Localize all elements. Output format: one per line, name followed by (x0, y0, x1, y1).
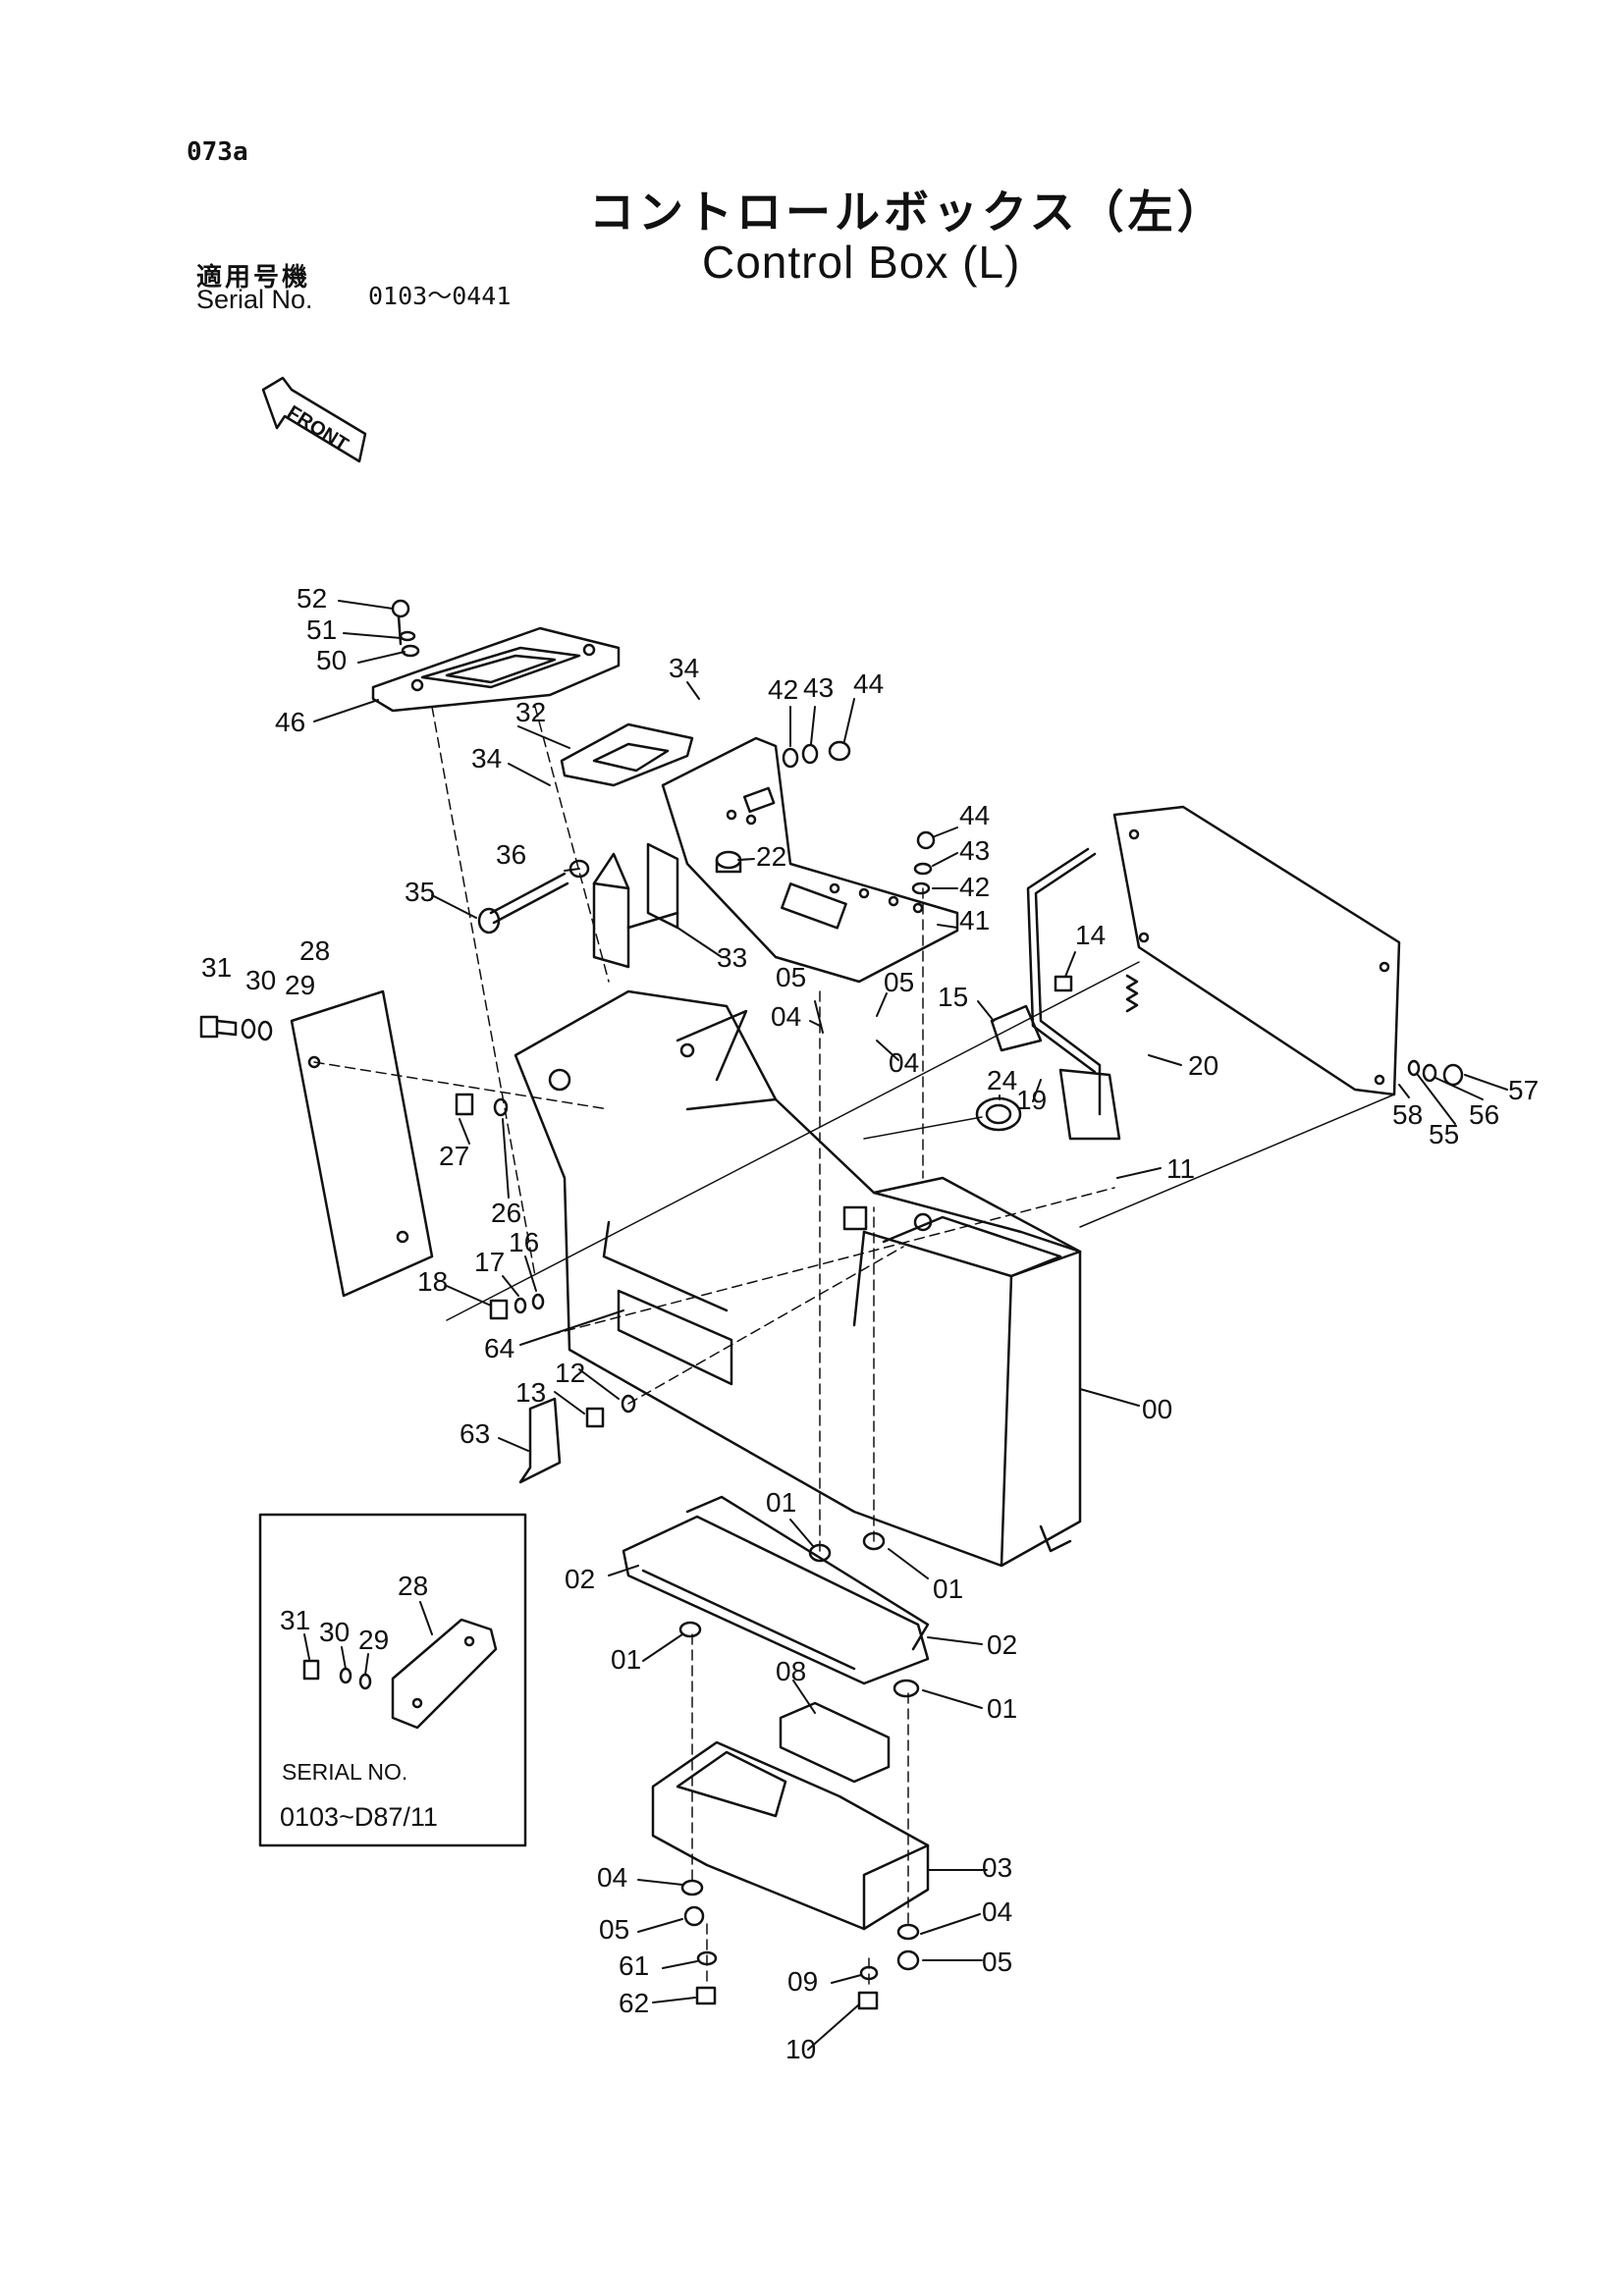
callout-05: 05 (884, 967, 914, 997)
callout-22: 22 (756, 841, 786, 872)
callout-12: 12 (555, 1358, 585, 1388)
callout-05: 05 (599, 1914, 629, 1945)
callout-61: 61 (619, 1950, 649, 1981)
callout-15: 15 (938, 982, 968, 1012)
page-code: 073a (187, 137, 248, 167)
serial-label-japanese: 適用号機 (196, 263, 311, 293)
callout-11: 11 (1166, 1153, 1195, 1184)
callout-08: 08 (776, 1656, 806, 1686)
panel-41 (661, 736, 959, 984)
block-08 (779, 1701, 891, 1784)
callout-32: 32 (515, 697, 546, 727)
bolt-31 (199, 1015, 273, 1041)
callout-04: 04 (771, 1001, 801, 1032)
callout-34: 34 (669, 653, 699, 683)
callout-62: 62 (619, 1988, 649, 2018)
callout-44: 44 (959, 800, 990, 830)
callout-43: 43 (959, 835, 990, 866)
callout-63: 63 (460, 1418, 490, 1449)
callout-27: 27 (439, 1141, 469, 1171)
control-box-body (514, 989, 1082, 1568)
callout-04: 04 (982, 1896, 1012, 1927)
serial-label-english: Serial No. (196, 285, 313, 314)
inset-callout-28: 28 (398, 1571, 428, 1601)
lever-bracket (1058, 1068, 1121, 1141)
callout-02: 02 (565, 1564, 595, 1594)
callout-13: 13 (515, 1377, 546, 1408)
right-cover-panel (1112, 805, 1401, 1096)
callout-19: 19 (1016, 1085, 1047, 1115)
callout-28: 28 (299, 935, 330, 966)
callout-34: 34 (471, 743, 502, 774)
inset-box (258, 1513, 527, 1847)
callout-01: 01 (987, 1693, 1017, 1724)
callout-52: 52 (297, 583, 327, 614)
serial-range: 0103～0441 (368, 282, 512, 310)
bracket-63 (518, 1397, 562, 1484)
callout-01: 01 (766, 1487, 796, 1518)
title-japanese: コントロールボックス（左） (589, 186, 1226, 239)
callout-36: 36 (496, 839, 526, 870)
callout-05: 05 (982, 1947, 1012, 1977)
callout-09: 09 (787, 1966, 818, 1997)
callout-56: 56 (1469, 1099, 1499, 1130)
inset-serial-label: SERIAL NO. (282, 1759, 408, 1785)
callout-44: 44 (853, 668, 884, 699)
inset-callout-29: 29 (358, 1625, 389, 1655)
side-plate-28 (290, 989, 434, 1298)
callout-17: 17 (474, 1247, 505, 1277)
callout-51: 51 (306, 614, 337, 645)
callout-26: 26 (491, 1198, 521, 1228)
callout-41: 41 (959, 905, 990, 935)
front-label: FRONT (283, 401, 352, 455)
callout-14: 14 (1075, 920, 1106, 950)
callout-29: 29 (285, 970, 315, 1000)
callout-64: 64 (484, 1333, 514, 1363)
callout-55: 55 (1429, 1119, 1459, 1149)
callout-31: 31 (201, 952, 232, 983)
callout-30: 30 (245, 965, 276, 995)
callout-57: 57 (1508, 1075, 1539, 1105)
callout-16: 16 (509, 1227, 539, 1257)
callout-10: 10 (785, 2034, 816, 2064)
lever-rod (1026, 847, 1102, 1116)
callout-18: 18 (417, 1266, 448, 1297)
callout-02: 02 (987, 1629, 1017, 1660)
callout-33: 33 (717, 942, 747, 973)
callout-58: 58 (1392, 1099, 1423, 1130)
grommet-22 (715, 850, 742, 874)
callout-42: 42 (768, 674, 798, 705)
screw-icon (391, 599, 420, 658)
callout-24: 24 (987, 1065, 1017, 1095)
callout-00: 00 (1142, 1394, 1172, 1424)
plate-32 (560, 722, 694, 787)
callout-42: 42 (959, 872, 990, 902)
title-english: Control Box (L) (702, 237, 1021, 288)
inset-callout-30: 30 (319, 1617, 350, 1647)
grommet-24 (975, 1096, 1022, 1132)
spring-icon (1125, 974, 1139, 1013)
callout-20: 20 (1188, 1050, 1218, 1081)
inset-callout-31: 31 (280, 1605, 310, 1635)
inset-serial-range: 0103~D87/11 (280, 1802, 438, 1832)
base-03 (651, 1740, 930, 1931)
front-arrow-icon: FRONT (261, 376, 367, 463)
callout-01: 01 (933, 1574, 963, 1604)
callout-35: 35 (405, 877, 435, 907)
callout-50: 50 (316, 645, 347, 675)
callout-04: 04 (597, 1862, 627, 1893)
callout-46: 46 (275, 707, 305, 737)
inset-plate-28 (391, 1618, 498, 1730)
callout-43: 43 (803, 672, 834, 703)
bolt-35 (477, 859, 590, 934)
callout-05: 05 (776, 962, 806, 992)
callout-04: 04 (889, 1047, 919, 1078)
callout-01: 01 (611, 1644, 641, 1675)
callout-03: 03 (982, 1852, 1012, 1883)
bracket-33 (592, 842, 679, 969)
